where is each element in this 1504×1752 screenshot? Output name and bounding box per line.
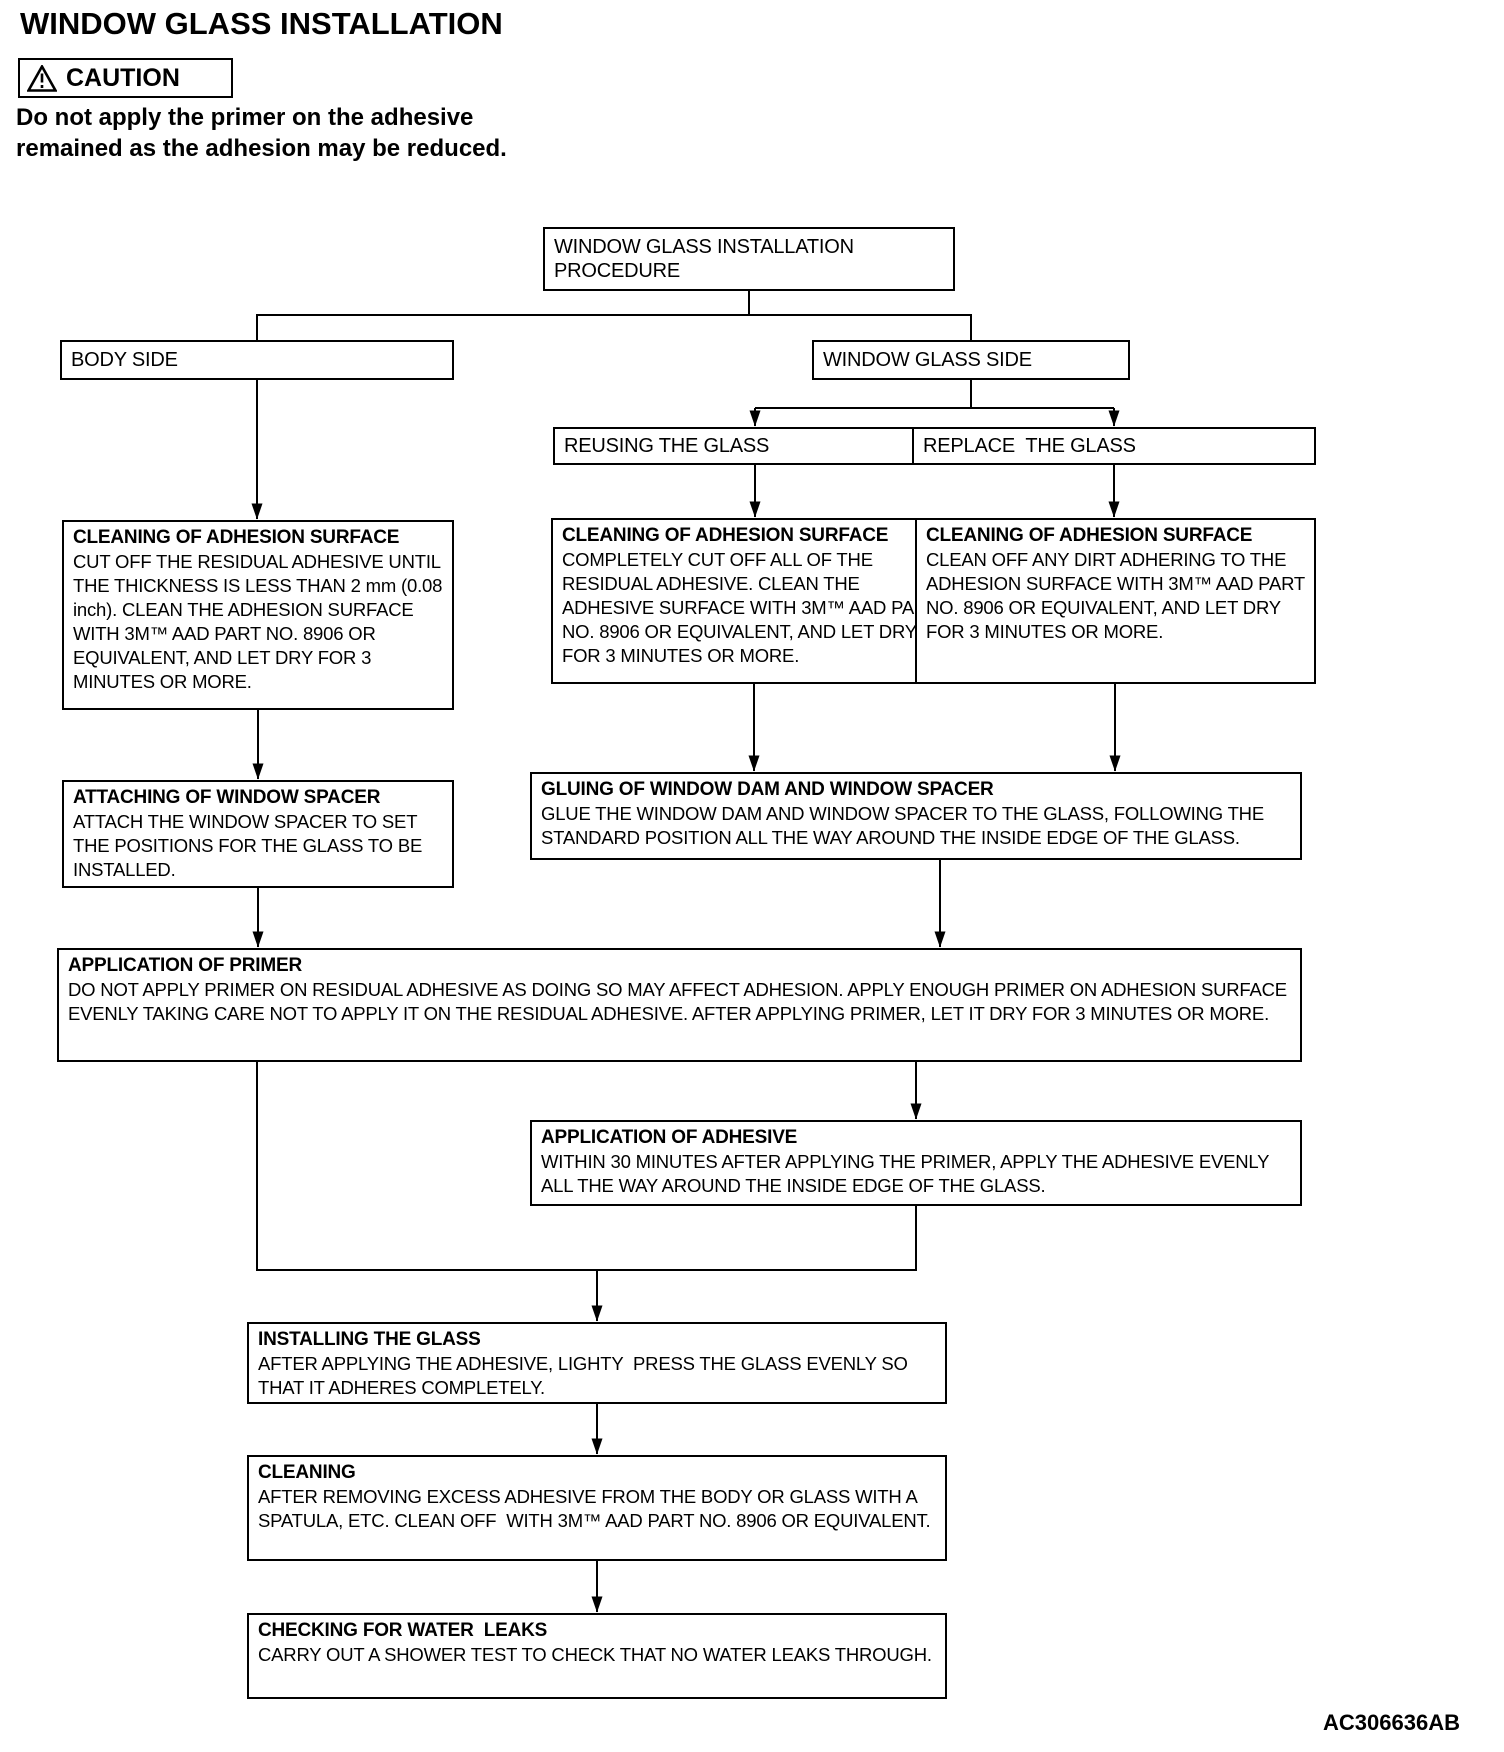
flow-node-gluing-window-dam-spacer: GLUING OF WINDOW DAM AND WINDOW SPACER G… xyxy=(530,772,1302,860)
node-title: GLUING OF WINDOW DAM AND WINDOW SPACER xyxy=(541,779,994,800)
flow-node-procedure: WINDOW GLASS INSTALLATION PROCEDURE xyxy=(543,227,955,291)
node-body: GLUE THE WINDOW DAM AND WINDOW SPACER TO… xyxy=(541,803,1269,848)
node-body: CARRY OUT A SHOWER TEST TO CHECK THAT NO… xyxy=(258,1644,932,1665)
flow-node-cleaning-adhesion-surface-body: CLEANING OF ADHESION SURFACE CUT OFF THE… xyxy=(62,520,454,710)
node-title: CLEANING OF ADHESION SURFACE xyxy=(562,525,889,546)
flow-node-body-side: BODY SIDE xyxy=(60,340,454,380)
page-title: WINDOW GLASS INSTALLATION xyxy=(20,6,503,41)
caution-box: CAUTION xyxy=(18,58,233,98)
node-label: REUSING THE GLASS xyxy=(564,435,770,457)
flow-node-cleaning: CLEANING AFTER REMOVING EXCESS ADHESIVE … xyxy=(247,1455,947,1561)
node-title: CLEANING OF ADHESION SURFACE xyxy=(73,527,400,548)
flow-node-application-of-primer: APPLICATION OF PRIMER DO NOT APPLY PRIME… xyxy=(57,948,1302,1062)
node-body: CLEAN OFF ANY DIRT ADHERING TO THE ADHES… xyxy=(926,549,1310,642)
node-title: APPLICATION OF ADHESIVE xyxy=(541,1127,798,1148)
figure-code: AC306636AB xyxy=(1323,1710,1460,1735)
node-title: CLEANING OF ADHESION SURFACE xyxy=(926,525,1253,546)
node-label: BODY SIDE xyxy=(71,349,178,371)
node-title: ATTACHING OF WINDOW SPACER xyxy=(73,787,381,808)
flow-node-window-glass-side: WINDOW GLASS SIDE xyxy=(812,340,1130,380)
node-title: APPLICATION OF PRIMER xyxy=(68,955,303,976)
warning-triangle-icon xyxy=(27,64,57,92)
node-title: CHECKING FOR WATER LEAKS xyxy=(258,1620,548,1641)
node-body: ATTACH THE WINDOW SPACER TO SET THE POSI… xyxy=(73,811,428,880)
node-body: WITHIN 30 MINUTES AFTER APPLYING THE PRI… xyxy=(541,1151,1273,1196)
node-body: AFTER REMOVING EXCESS ADHESIVE FROM THE … xyxy=(258,1486,931,1531)
node-body: AFTER APPLYING THE ADHESIVE, LIGHTY PRES… xyxy=(258,1353,913,1398)
node-label: WINDOW GLASS SIDE xyxy=(823,349,1032,371)
flow-node-checking-for-water-leaks: CHECKING FOR WATER LEAKS CARRY OUT A SHO… xyxy=(247,1613,947,1699)
node-body: CUT OFF THE RESIDUAL ADHESIVE UNTIL THE … xyxy=(73,551,448,692)
caution-text: Do not apply the primer on the adhesive … xyxy=(16,104,507,162)
flow-node-application-of-adhesive: APPLICATION OF ADHESIVE WITHIN 30 MINUTE… xyxy=(530,1120,1302,1206)
node-label: WINDOW GLASS INSTALLATION PROCEDURE xyxy=(554,236,854,282)
node-title: CLEANING xyxy=(258,1462,356,1483)
flow-node-replace-the-glass: REPLACE THE GLASS xyxy=(912,427,1316,465)
flow-node-cleaning-adhesion-surface-replace: CLEANING OF ADHESION SURFACE CLEAN OFF A… xyxy=(915,518,1316,684)
flow-node-reusing-the-glass: REUSING THE GLASS xyxy=(553,427,958,465)
node-body: COMPLETELY CUT OFF ALL OF THE RESIDUAL A… xyxy=(562,549,938,666)
flow-node-attaching-window-spacer: ATTACHING OF WINDOW SPACER ATTACH THE WI… xyxy=(62,780,454,888)
flow-node-cleaning-adhesion-surface-reusing: CLEANING OF ADHESION SURFACE COMPLETELY … xyxy=(551,518,958,684)
node-title: INSTALLING THE GLASS xyxy=(258,1329,481,1350)
node-label: REPLACE THE GLASS xyxy=(923,435,1136,457)
caution-label: CAUTION xyxy=(66,63,180,92)
connector-lines xyxy=(256,291,1114,1271)
flow-node-installing-the-glass: INSTALLING THE GLASS AFTER APPLYING THE … xyxy=(247,1322,947,1404)
node-body: DO NOT APPLY PRIMER ON RESIDUAL ADHESIVE… xyxy=(68,979,1292,1024)
